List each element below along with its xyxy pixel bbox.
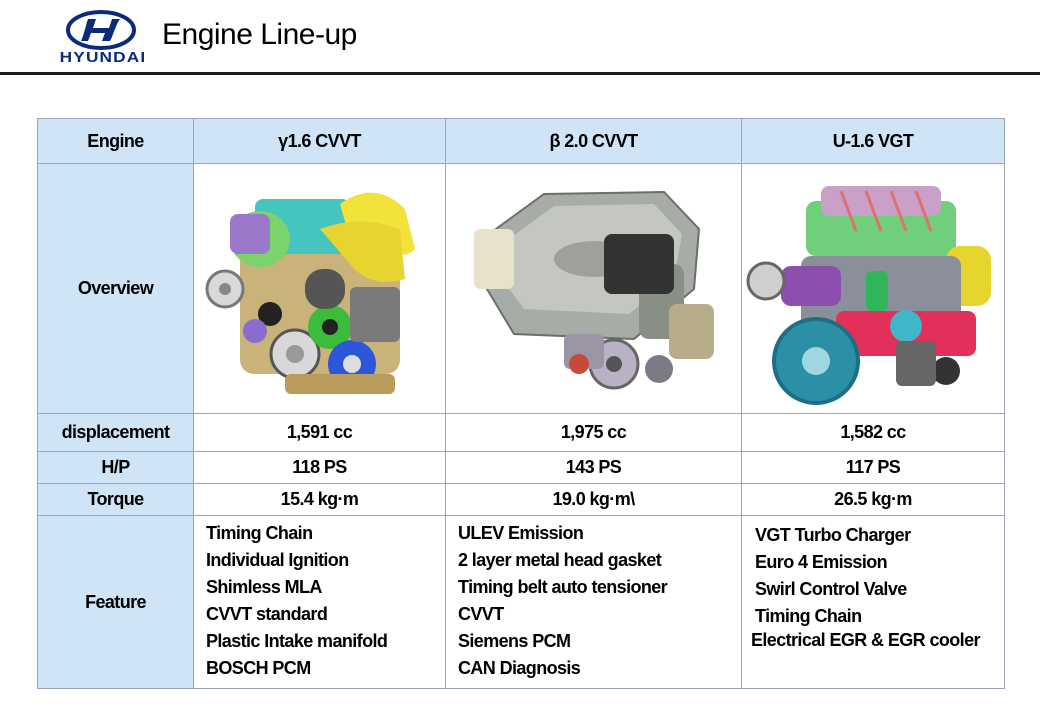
- features-beta: ULEV Emission 2 layer metal head gasket …: [445, 515, 742, 689]
- beta-engine-illustration: [473, 190, 714, 389]
- torque-beta: 19.0 kg·m\: [445, 483, 742, 516]
- list-item: Timing belt auto tensioner: [458, 577, 668, 597]
- slide-header: HYUNDAI Engine Line-up: [0, 0, 1040, 76]
- list-item: Individual Ignition: [206, 550, 349, 570]
- list-item: 2 layer metal head gasket: [458, 550, 662, 570]
- brand-wordmark: HYUNDAI: [59, 49, 147, 66]
- overview-row: Overview: [37, 163, 1005, 414]
- header-cell-u: U-1.6 VGT: [741, 118, 1005, 164]
- list-item: Plastic Intake manifold: [206, 631, 388, 651]
- hp-beta: 143 PS: [445, 451, 742, 484]
- list-item: CAN Diagnosis: [458, 658, 581, 678]
- list-item: ULEV Emission: [458, 523, 584, 543]
- hyundai-logo: HYUNDAI: [52, 10, 154, 66]
- list-item: Siemens PCM: [458, 631, 571, 651]
- header-cell-gamma: γ1.6 CVVT: [193, 118, 446, 164]
- page-title: Engine Line-up: [162, 18, 357, 51]
- table-row: displacement 1,591 cc 1,975 cc 1,582 cc: [37, 413, 1005, 452]
- torque-u: 26.5 kg·m: [741, 483, 1005, 516]
- feature-row: Feature Timing Chain Individual Ignition…: [37, 515, 1005, 689]
- header-divider: [0, 72, 1040, 75]
- row-label-feature: Feature: [37, 515, 194, 689]
- row-label-torque: Torque: [37, 483, 194, 516]
- engine-image-u: [741, 163, 1005, 414]
- list-item: Timing Chain: [755, 606, 862, 626]
- list-item: Shimless MLA: [206, 577, 322, 597]
- features-u: VGT Turbo Charger Euro 4 Emission Swirl …: [741, 515, 1005, 689]
- displacement-beta: 1,975 cc: [445, 413, 742, 452]
- list-item: Swirl Control Valve: [755, 579, 907, 599]
- header-cell-engine: Engine: [37, 118, 194, 164]
- engine-lineup-table: Engine γ1.6 CVVT β 2.0 CVVT U-1.6 VGT Ov…: [37, 118, 1005, 689]
- hyundai-emblem-icon: [66, 10, 136, 50]
- table-header-row: Engine γ1.6 CVVT β 2.0 CVVT U-1.6 VGT: [37, 118, 1005, 164]
- table-row: H/P 118 PS 143 PS 117 PS: [37, 451, 1005, 484]
- hp-u: 117 PS: [741, 451, 1005, 484]
- torque-gamma: 15.4 kg·m: [193, 483, 446, 516]
- header-cell-beta: β 2.0 CVVT: [445, 118, 742, 164]
- engine-image-gamma: [193, 163, 446, 414]
- engine-image-beta: [445, 163, 742, 414]
- row-label-displacement: displacement: [37, 413, 194, 452]
- list-item: CVVT: [458, 604, 504, 624]
- displacement-gamma: 1,591 cc: [193, 413, 446, 452]
- list-item: Euro 4 Emission: [755, 552, 888, 572]
- list-item: BOSCH PCM: [206, 658, 311, 678]
- table-row: Torque 15.4 kg·m 19.0 kg·m\ 26.5 kg·m: [37, 483, 1005, 516]
- displacement-u: 1,582 cc: [741, 413, 1005, 452]
- list-item: Electrical EGR & EGR cooler: [751, 630, 980, 650]
- hp-gamma: 118 PS: [193, 451, 446, 484]
- list-item: CVVT standard: [206, 604, 328, 624]
- u-engine-illustration: [746, 186, 991, 405]
- list-item: Timing Chain: [206, 523, 313, 543]
- list-item: VGT Turbo Charger: [755, 525, 911, 545]
- row-label-overview: Overview: [37, 163, 194, 414]
- gamma-engine-illustration: [205, 192, 415, 394]
- features-gamma: Timing Chain Individual Ignition Shimles…: [193, 515, 446, 689]
- row-label-hp: H/P: [37, 451, 194, 484]
